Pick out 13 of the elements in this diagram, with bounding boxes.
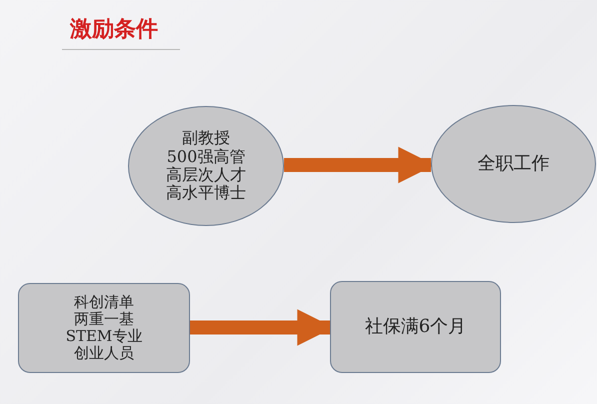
node-text: 社保满6个月 [364,316,466,338]
node-text: 两重一基 [74,310,134,328]
node-text: 全职工作 [478,154,550,174]
title: 激励条件 [70,16,158,44]
rounded-box [18,283,190,373]
node-text: 创业人员 [74,345,134,362]
rounded-box [330,281,501,373]
node-text: 副教授 [182,129,230,148]
node-text: 高层次人才 [166,166,246,184]
node-text: 高水平博士 [166,184,246,203]
node-text: STEM专业 [66,328,142,346]
node-text: 500强高管 [166,148,246,166]
node-text: 科创清单 [74,294,134,311]
